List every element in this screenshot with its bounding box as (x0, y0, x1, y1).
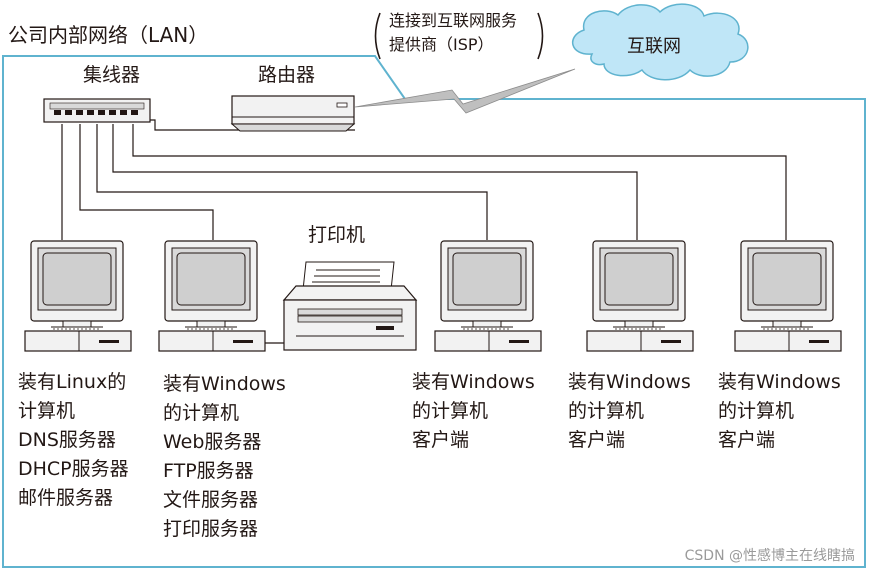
caption-line: 打印服务器 (163, 518, 259, 540)
watermark: CSDN @性感博主在线瞎搞 (684, 548, 855, 564)
caption-line: 装有Windows (163, 373, 286, 395)
network-cables (61, 119, 787, 240)
windows-client-computer-2 (586, 240, 694, 352)
client-3-caption: 装有Windows 的计算机 客户端 (718, 368, 841, 455)
caption-line: 邮件服务器 (18, 487, 114, 509)
caption-line: 的计算机 (412, 400, 489, 422)
caption-line: 计算机 (18, 400, 76, 422)
caption-line: 装有Linux的 (18, 371, 127, 393)
lan-title: 公司内部网络（LAN） (8, 23, 209, 47)
caption-line: DNS服务器 (18, 429, 116, 451)
isp-bracket-left (374, 12, 381, 60)
internet-cloud (572, 3, 749, 81)
caption-line: 装有Windows (412, 371, 535, 393)
isp-label-line1: 连接到互联网服务 (389, 11, 518, 30)
caption-line: 文件服务器 (163, 489, 259, 511)
caption-line: DHCP服务器 (18, 458, 129, 480)
caption-line: 客户端 (718, 429, 776, 451)
windows-client-computer-3 (734, 240, 842, 352)
caption-line: 装有Windows (568, 371, 691, 393)
client-2-caption: 装有Windows 的计算机 客户端 (568, 368, 691, 455)
isp-bracket-right (537, 12, 544, 60)
caption-line: FTP服务器 (163, 460, 254, 482)
isp-label-line2: 提供商（ISP） (389, 35, 494, 54)
client-1-caption: 装有Windows 的计算机 客户端 (412, 368, 535, 455)
printer-device (282, 261, 418, 351)
caption-line: 的计算机 (568, 400, 645, 422)
caption-line: 的计算机 (163, 402, 240, 424)
windows-server-computer (158, 240, 266, 352)
hub-device (43, 98, 151, 123)
wan-link (354, 68, 576, 114)
hub-label: 集线器 (83, 64, 141, 86)
windows-client-computer-1 (434, 240, 542, 352)
router-label: 路由器 (258, 64, 316, 86)
router-device (230, 95, 356, 132)
linux-computer-caption: 装有Linux的 计算机 DNS服务器 DHCP服务器 邮件服务器 (18, 368, 129, 513)
printer-label: 打印机 (308, 224, 366, 246)
lan-boundary (2, 55, 866, 568)
caption-line: Web服务器 (163, 431, 262, 453)
linux-server-computer (24, 240, 132, 352)
caption-line: 客户端 (412, 429, 470, 451)
caption-line: 的计算机 (718, 400, 795, 422)
windows-server-caption: 装有Windows 的计算机 Web服务器 FTP服务器 文件服务器 打印服务器 (163, 370, 286, 544)
internet-label: 互联网 (627, 36, 681, 57)
caption-line: 客户端 (568, 429, 626, 451)
caption-line: 装有Windows (718, 371, 841, 393)
